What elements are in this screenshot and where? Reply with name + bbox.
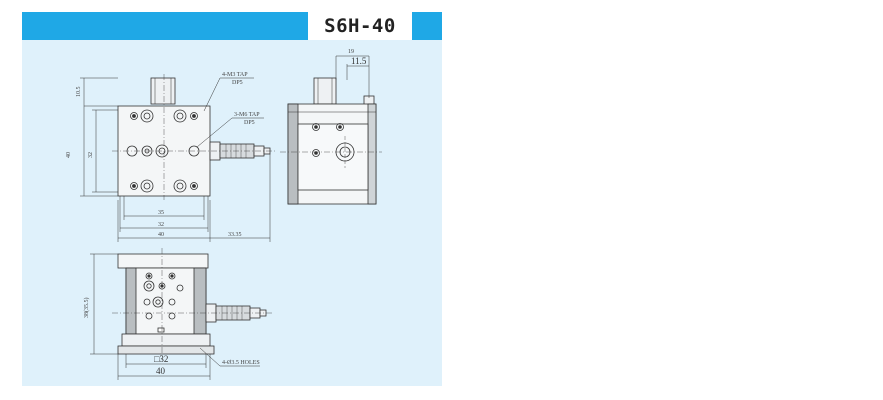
front-view-labels: 38(35.5) □32 40 4-Ø3.5 HOLES <box>83 298 260 377</box>
top-view <box>80 74 277 242</box>
technical-drawing: 10.5 40 32 35 32 40 33.35 4-M3 TAP DP5 3… <box>22 40 442 386</box>
side-view-labels: 19 11.5 <box>348 49 367 66</box>
dim-32-vertical: 32 <box>88 152 94 158</box>
dim-10-5: 10.5 <box>76 87 82 98</box>
dim-40-vertical: 40 <box>66 152 72 158</box>
callout-m6-depth: DP5 <box>244 120 255 126</box>
callout-m3-tap: 4-M3 TAP <box>222 72 248 78</box>
drawing-svg: 10.5 40 32 35 32 40 33.35 4-M3 TAP DP5 3… <box>66 49 382 380</box>
callout-holes: 4-Ø3.5 HOLES <box>222 360 260 366</box>
top-vertical-dims <box>80 77 118 197</box>
dim-40-horizontal: 40 <box>158 232 164 238</box>
dim-11-5: 11.5 <box>351 56 367 66</box>
side-knob <box>313 77 337 105</box>
front-body <box>125 267 207 335</box>
top-view-labels: 10.5 40 32 35 32 40 33.35 4-M3 TAP DP5 3… <box>66 72 260 238</box>
side-view <box>280 55 382 205</box>
top-knob <box>150 77 176 105</box>
dim-32-horizontal: 32 <box>158 222 164 228</box>
dim-square-32: □32 <box>154 354 168 364</box>
dim-height-38: 38(35.5) <box>83 298 90 319</box>
front-base-plate <box>121 333 211 347</box>
model-title: S6H-40 <box>308 12 412 40</box>
dim-40-front: 40 <box>156 366 166 376</box>
front-view <box>90 248 272 380</box>
dim-19: 19 <box>348 49 354 55</box>
callout-m6-tap: 3-M6 TAP <box>234 112 260 118</box>
dim-35-horizontal: 35 <box>158 210 164 216</box>
dim-33-35: 33.35 <box>228 232 242 238</box>
top-horizontal-dims <box>117 154 271 242</box>
callout-m3-depth: DP5 <box>232 80 243 86</box>
front-top-plate <box>117 253 209 269</box>
